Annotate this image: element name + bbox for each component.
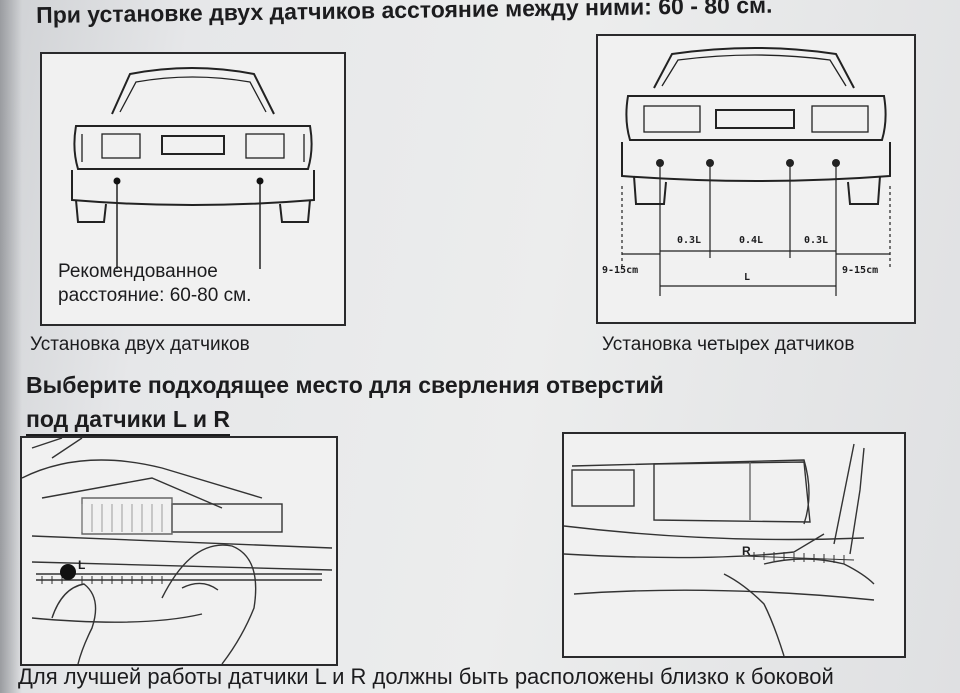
recommended-label-line1: Рекомендованное — [58, 261, 218, 282]
recommended-label-line2: расстояние: 60-80 см. — [58, 285, 252, 306]
car-rear-illustration — [71, 67, 315, 269]
four-sensor-caption: Установка четырех датчиков — [602, 334, 855, 355]
measure-left-edge: 9-15cm — [602, 265, 639, 276]
sensor-4-dot — [832, 159, 840, 167]
drill-right-illustration: R — [562, 432, 906, 658]
four-sensor-diagram: 0.3L 0.4L 0.3L 9-15cm 9-15cm L — [596, 34, 916, 324]
sensor-3-dot — [786, 159, 794, 167]
page-header: При установке двух датчиков асстояние ме… — [36, 0, 773, 28]
measure-seg1: 0.3L — [677, 235, 702, 246]
recommended-label: Рекомендованное расстояние: 60-80 см. — [58, 260, 251, 308]
two-sensor-diagram: Рекомендованное расстояние: 60-80 см. — [40, 52, 346, 326]
measure-total: L — [744, 272, 751, 283]
marker-l: L — [78, 558, 86, 572]
measure-right-edge: 9-15cm — [842, 265, 879, 276]
sensor-2-dot — [706, 159, 714, 167]
car-rear-illustration — [621, 47, 891, 296]
measure-seg2: 0.4L — [739, 235, 764, 246]
footer-text: Для лучшей работы датчики L и R должны б… — [18, 664, 834, 689]
section-title-line2: под датчики L и R — [26, 406, 230, 436]
measure-seg3: 0.3L — [804, 235, 829, 246]
sensor-right-dot — [256, 177, 264, 185]
drill-left-drawing — [22, 438, 333, 664]
marker-r: R — [742, 544, 751, 558]
drill-left-illustration: L — [20, 436, 338, 666]
page-edge-shadow — [0, 0, 22, 693]
sensor-left-dot — [113, 177, 121, 185]
two-sensor-caption: Установка двух датчиков — [30, 334, 250, 355]
sensor-1-dot — [656, 159, 664, 167]
drill-right-drawing — [564, 443, 875, 656]
section-title-line1: Выберите подходящее место для сверления … — [26, 372, 664, 398]
drill-point-l — [60, 564, 76, 580]
